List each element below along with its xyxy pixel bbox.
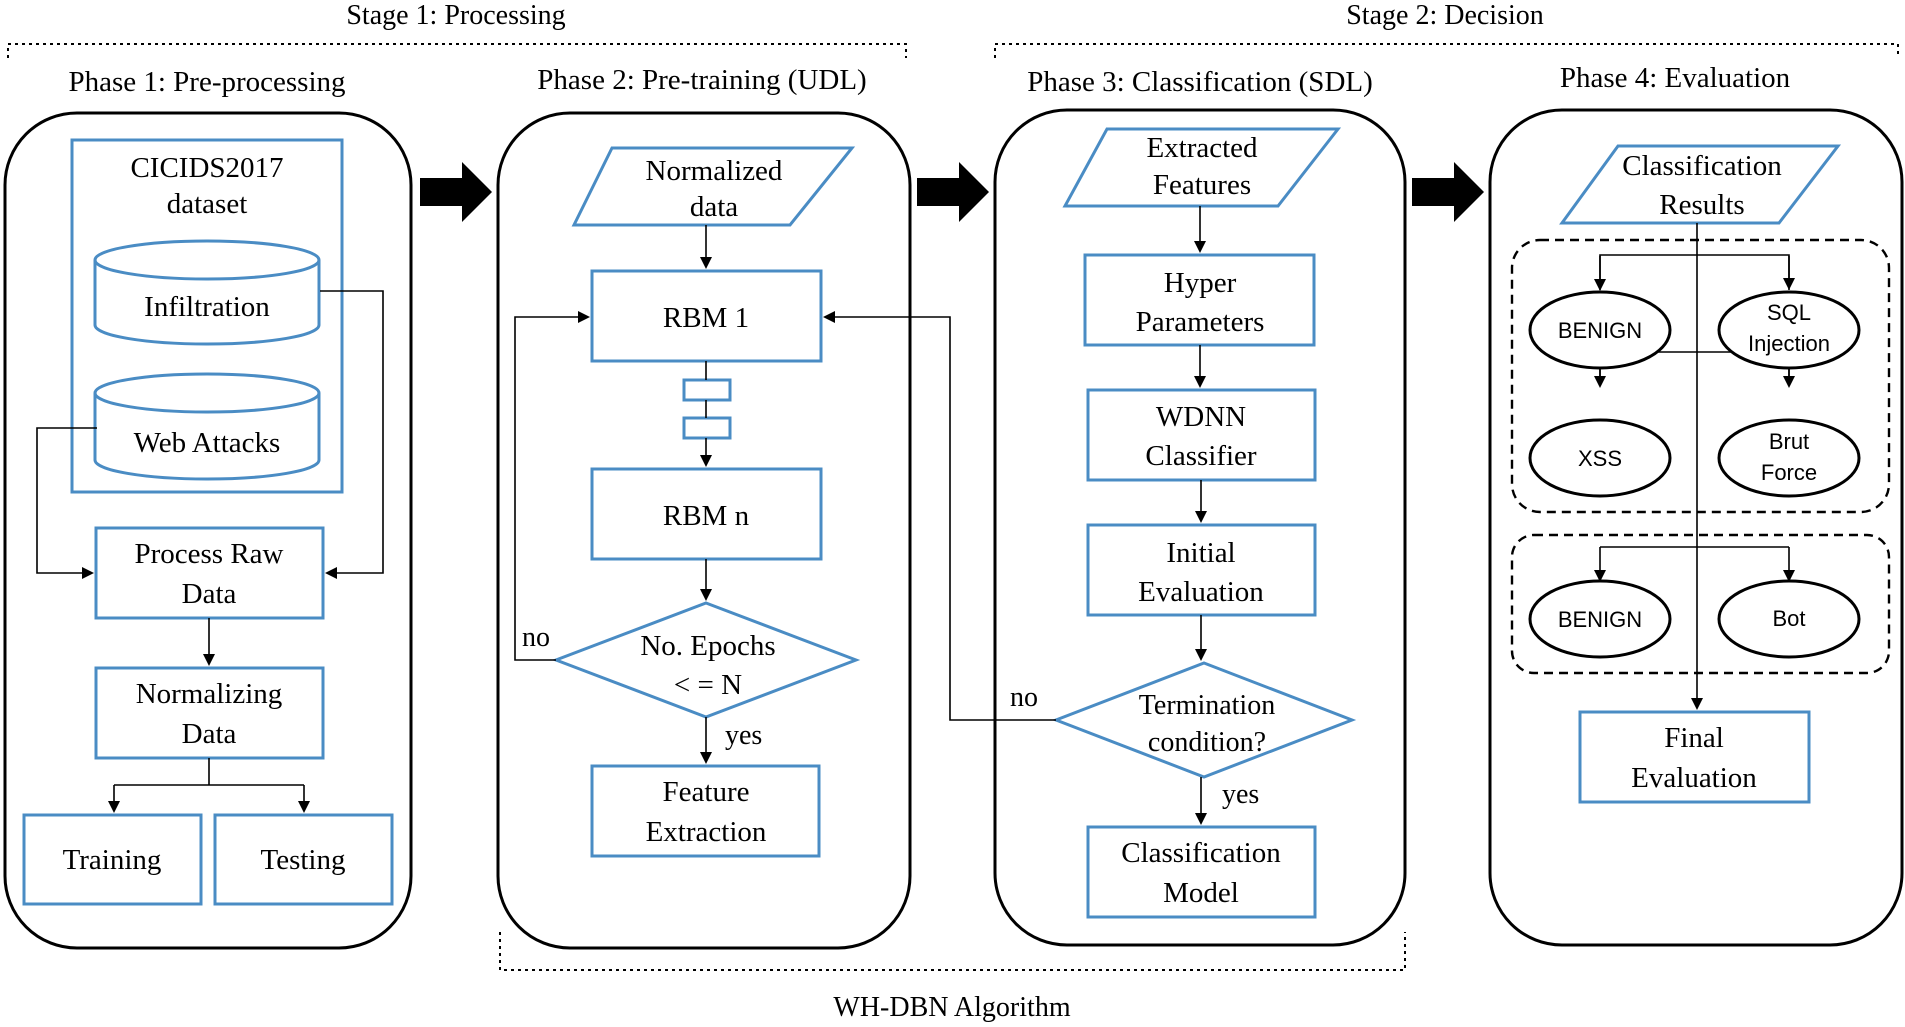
extracted-features-line1: Extracted (1146, 132, 1258, 164)
normalized-data-line2: data (690, 191, 738, 223)
initial-evaluation-line2: Evaluation (1138, 576, 1264, 608)
xss-node (1528, 418, 1672, 498)
xss-label: XSS (1578, 446, 1622, 471)
normalized-data-input (571, 146, 856, 227)
web-attacks-to-process-connector (36, 427, 97, 579)
stage2-label: Stage 2: Decision (1346, 0, 1544, 31)
epochs-line2: < = N (674, 669, 742, 701)
wh-dbn-label: WH-DBN Algorithm (833, 992, 1070, 1023)
termination-no-loop-connector (823, 311, 1056, 721)
normalizing-data-line2: Data (182, 718, 237, 750)
classification-results-line2: Results (1659, 189, 1744, 221)
sql-injection-line1: SQL (1767, 300, 1811, 325)
hyper-parameters-box (1083, 253, 1316, 347)
stage-arrow-3 (1412, 162, 1484, 222)
final-evaluation-line2: Evaluation (1631, 762, 1757, 794)
wdnn-classifier-box (1086, 388, 1317, 482)
attack-group-1 (1510, 238, 1891, 514)
process-raw-data-line1: Process Raw (134, 538, 283, 570)
normalizing-data-line1: Normalizing (136, 678, 283, 710)
sql-injection-line2: Injection (1748, 331, 1830, 356)
rbm1-label: RBM 1 (663, 302, 749, 334)
bot-node (1717, 579, 1861, 659)
wdnn-classifier-line2: Classifier (1145, 440, 1256, 472)
classification-model-line1: Classification (1121, 837, 1281, 869)
classification-results-input (1559, 144, 1842, 225)
phase3-title: Phase 3: Classification (SDL) (1027, 66, 1373, 98)
final-evaluation-box (1578, 710, 1811, 804)
brut-force-node (1717, 418, 1861, 498)
phase3-no-label: no (1010, 682, 1038, 713)
epochs-line1: No. Epochs (640, 630, 775, 662)
training-box (22, 813, 203, 906)
classification-results-line1: Classification (1622, 150, 1782, 182)
termination-decision (1051, 661, 1357, 779)
phase1-title: Phase 1: Pre-processing (68, 66, 345, 98)
feature-extraction-line2: Extraction (646, 816, 767, 848)
brut-force-line1: Brut (1769, 429, 1809, 454)
phase2-title: Phase 2: Pre-training (UDL) (537, 64, 866, 96)
termination-line2: condition? (1148, 727, 1266, 758)
hyper-parameters-line2: Parameters (1136, 306, 1265, 338)
feature-extraction-line1: Feature (663, 776, 750, 808)
wh-dbn-bracket (499, 932, 1406, 971)
sql-injection-node (1717, 290, 1861, 370)
extracted-features-input (1062, 127, 1342, 208)
training-label: Training (63, 844, 162, 876)
wdnn-classifier-line1: WDNN (1156, 401, 1246, 433)
phase3-yes-label: yes (1222, 779, 1259, 810)
initial-evaluation-box (1086, 523, 1317, 617)
extracted-features-line2: Features (1153, 169, 1251, 201)
process-raw-data-line2: Data (182, 578, 237, 610)
feature-extraction-box (590, 764, 821, 858)
final-evaluation-line1: Final (1664, 722, 1724, 754)
phase4-panel (1488, 108, 1904, 947)
classification-model-box (1086, 825, 1317, 919)
rbm-placeholder-2 (682, 416, 732, 440)
bot-label: Bot (1772, 606, 1805, 631)
infiltration-db: Infiltration (93, 239, 321, 346)
stage1-label: Stage 1: Processing (346, 0, 565, 31)
brut-force-line2: Force (1761, 460, 1817, 485)
benign-label-2: BENIGN (1558, 607, 1642, 632)
hyper-parameters-line1: Hyper (1164, 267, 1237, 299)
rbmn-label: RBM n (663, 500, 750, 532)
web-attacks-db: Web Attacks (93, 372, 321, 481)
classification-model-line2: Model (1163, 877, 1239, 909)
normalized-data-line1: Normalized (646, 155, 783, 187)
testing-label: Testing (261, 844, 346, 876)
stage1-bracket (7, 43, 907, 58)
infiltration-label: Infiltration (144, 291, 270, 323)
stage-arrow-1 (420, 162, 492, 222)
attack-group-2 (1510, 533, 1891, 675)
phase2-no-label: no (522, 622, 550, 653)
termination-line1: Termination (1139, 690, 1275, 721)
benign-label-1: BENIGN (1558, 318, 1642, 343)
dataset-label-line1: CICIDS2017 (130, 152, 283, 184)
decision-no-loop-connector (514, 311, 590, 661)
stage-arrow-2 (917, 162, 989, 222)
stage2-bracket (994, 43, 1899, 58)
initial-evaluation-line1: Initial (1166, 537, 1235, 569)
rbm-placeholder-1 (682, 378, 732, 402)
normalize-split-connector (114, 758, 304, 786)
benign-node-1 (1528, 290, 1672, 370)
phase4-title: Phase 4: Evaluation (1560, 62, 1791, 94)
infiltration-to-process-connector (320, 290, 384, 579)
testing-box (213, 813, 394, 906)
rbmn-box (590, 467, 823, 561)
phase2-yes-label: yes (725, 720, 762, 751)
benign-node-2 (1528, 579, 1672, 659)
web-attacks-label: Web Attacks (134, 427, 281, 459)
dataset-label-line2: dataset (167, 188, 248, 220)
